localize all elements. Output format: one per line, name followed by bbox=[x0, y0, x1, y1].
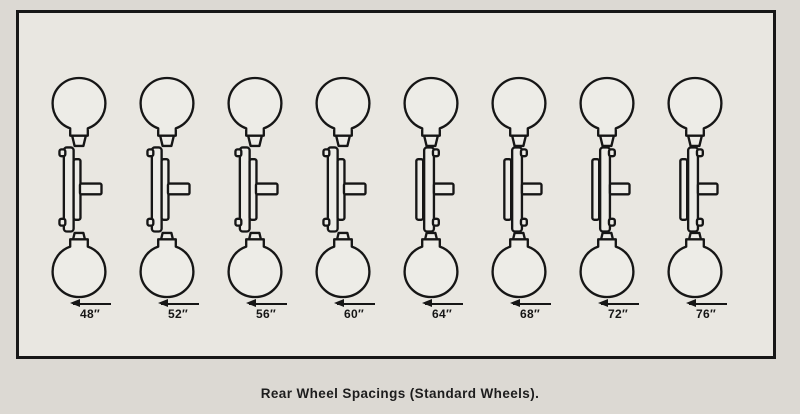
arrow-left-icon bbox=[686, 299, 696, 307]
dimension-callout: 76″ bbox=[686, 299, 727, 321]
dimension-callout: 68″ bbox=[510, 299, 551, 321]
arrow-left-icon bbox=[70, 299, 80, 307]
dimension-callout: 60″ bbox=[334, 299, 375, 321]
spacing-label: 60″ bbox=[344, 307, 364, 321]
spacing-label: 76″ bbox=[696, 307, 716, 321]
wheel-figure-48: 48″ bbox=[35, 75, 123, 321]
dimension-callout: 72″ bbox=[598, 299, 639, 321]
wheel-figure-52: 52″ bbox=[123, 75, 211, 321]
wheel-cross-section-drawing bbox=[563, 75, 651, 300]
wheel-figure-60: 60″ bbox=[299, 75, 387, 321]
wheel-figure-72: 72″ bbox=[563, 75, 651, 321]
spacing-label: 56″ bbox=[256, 307, 276, 321]
dimension-callout: 56″ bbox=[246, 299, 287, 321]
figure-caption: Rear Wheel Spacings (Standard Wheels). bbox=[260, 386, 540, 401]
dimension-callout: 48″ bbox=[70, 299, 111, 321]
spacing-label: 68″ bbox=[520, 307, 540, 321]
wheel-figure-68: 68″ bbox=[475, 75, 563, 321]
wheel-cross-section-drawing bbox=[387, 75, 475, 300]
dimension-callout: 52″ bbox=[158, 299, 199, 321]
arrow-left-icon bbox=[422, 299, 432, 307]
wheel-figures-row: 48″ 52″ 56″ bbox=[19, 13, 773, 321]
dimension-callout: 64″ bbox=[422, 299, 463, 321]
arrow-left-icon bbox=[246, 299, 256, 307]
wheel-figure-56: 56″ bbox=[211, 75, 299, 321]
wheel-cross-section-drawing bbox=[211, 75, 299, 300]
diagram-border-box: 48″ 52″ 56″ bbox=[16, 10, 776, 359]
spacing-label: 64″ bbox=[432, 307, 452, 321]
wheel-cross-section-drawing bbox=[651, 75, 739, 300]
wheel-figure-76: 76″ bbox=[651, 75, 739, 321]
arrow-left-icon bbox=[510, 299, 520, 307]
wheel-cross-section-drawing bbox=[35, 75, 123, 300]
wheel-cross-section-drawing bbox=[299, 75, 387, 300]
spacing-label: 48″ bbox=[80, 307, 100, 321]
arrow-left-icon bbox=[334, 299, 344, 307]
spacing-label: 72″ bbox=[608, 307, 628, 321]
wheel-cross-section-drawing bbox=[475, 75, 563, 300]
wheel-cross-section-drawing bbox=[123, 75, 211, 300]
arrow-left-icon bbox=[158, 299, 168, 307]
spacing-label: 52″ bbox=[168, 307, 188, 321]
wheel-figure-64: 64″ bbox=[387, 75, 475, 321]
arrow-left-icon bbox=[598, 299, 608, 307]
